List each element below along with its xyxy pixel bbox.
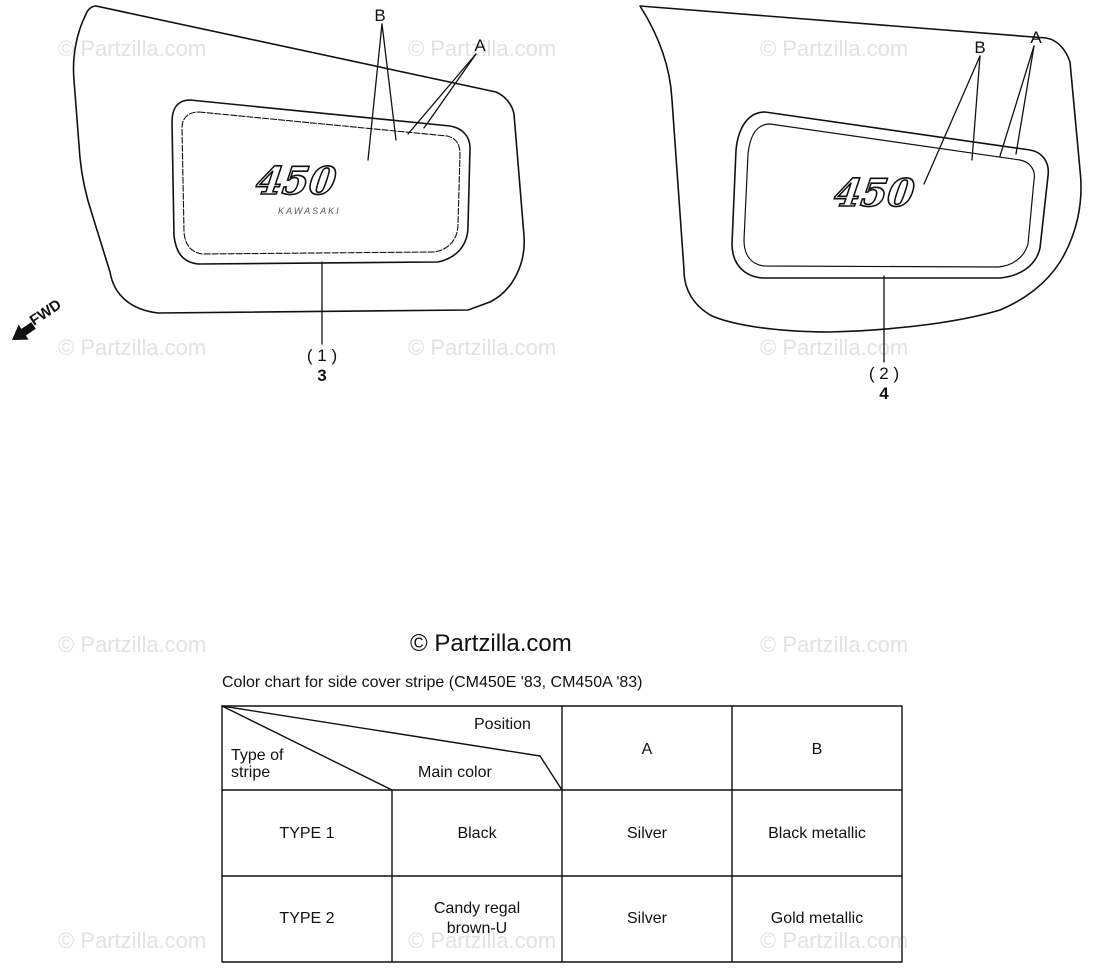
ref-index: ( 1 )	[306, 346, 338, 365]
watermark: © Partzilla.com	[408, 335, 557, 360]
copyright-notice: © Partzilla.com	[410, 630, 572, 657]
header-main-color: Main color	[418, 764, 492, 781]
row1-main-color: Black	[457, 825, 497, 842]
watermark: © Partzilla.com	[760, 36, 909, 61]
table-caption: Color chart for side cover stripe (CM450…	[222, 674, 643, 691]
part-number: 4	[879, 384, 889, 403]
leader-lines-left	[321, 23, 477, 345]
watermark: © Partzilla.com	[408, 928, 557, 953]
callout-b-left: B	[374, 6, 386, 25]
header-type-of-stripe: Type of stripe	[231, 747, 284, 781]
header-position: Position	[474, 716, 531, 733]
row2-a: Silver	[626, 910, 668, 927]
row2-b: Gold metallic	[770, 910, 864, 927]
row2-type: TYPE 2	[279, 910, 335, 927]
part-ref-right: ( 2 ) 4	[869, 364, 899, 404]
watermark: © Partzilla.com	[760, 632, 909, 657]
callout-b-right: B	[974, 38, 986, 57]
side-cover-right	[639, 5, 1082, 333]
color-chart-table-grid	[221, 705, 903, 963]
emblem-left: 450	[253, 159, 339, 204]
watermark: © Partzilla.com	[58, 928, 207, 953]
fwd-arrow-icon	[12, 322, 36, 340]
leader-lines-right	[883, 45, 1035, 363]
emblem-right: 450	[832, 171, 918, 216]
callout-a-right: A	[1030, 28, 1042, 47]
row1-a: Silver	[626, 825, 668, 842]
header-col-a: A	[641, 741, 653, 758]
fwd-label: FWD	[27, 296, 65, 329]
emblem-sub-left: KAWASAKI	[278, 206, 341, 216]
side-cover-left	[72, 5, 525, 314]
watermark: © Partzilla.com	[58, 335, 207, 360]
watermark: © Partzilla.com	[58, 36, 207, 61]
row1-type: TYPE 1	[279, 825, 335, 842]
part-ref-left: ( 1 ) 3	[307, 346, 337, 386]
callout-a-left: A	[474, 36, 486, 55]
row1-b: Black metallic	[768, 825, 866, 842]
part-number: 3	[317, 366, 327, 385]
watermark: © Partzilla.com	[58, 632, 207, 657]
header-col-b: B	[811, 741, 823, 758]
watermark: © Partzilla.com	[760, 928, 909, 953]
row2-main-color: Candy regal brown-U	[433, 900, 521, 937]
watermark: © Partzilla.com	[408, 36, 557, 61]
ref-index: ( 2 )	[868, 364, 900, 383]
